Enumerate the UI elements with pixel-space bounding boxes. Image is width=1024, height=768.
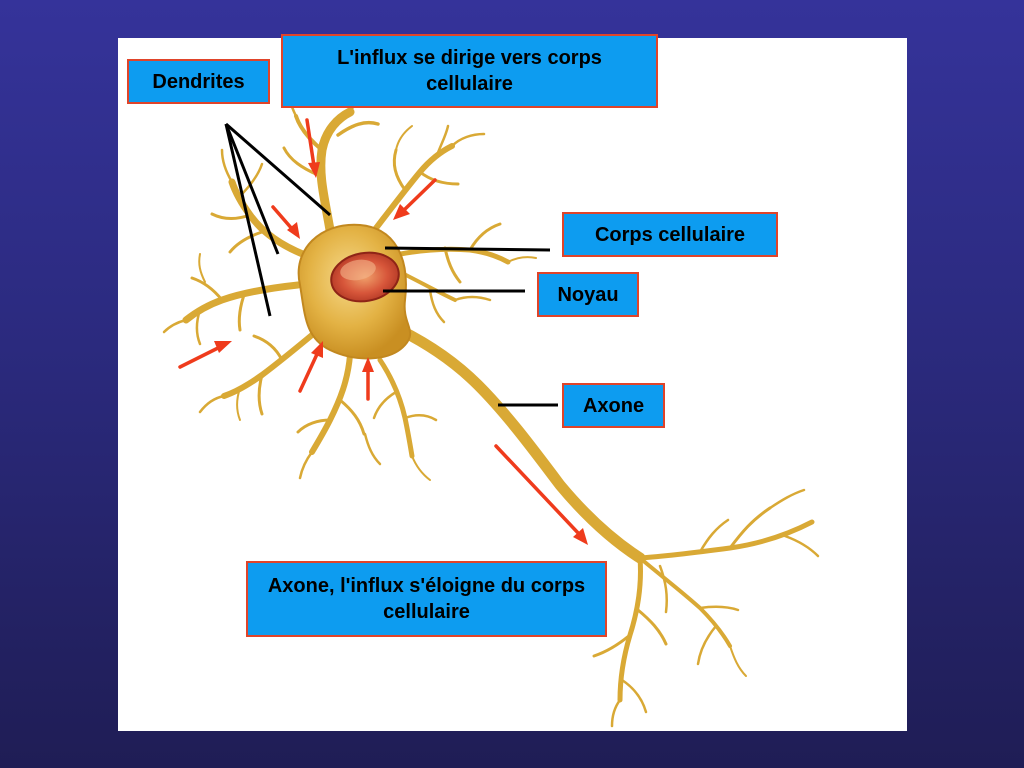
arrow-icon — [362, 357, 374, 401]
label-noyau: Noyau — [537, 272, 639, 317]
leader-line-dendrite-3 — [224, 123, 272, 317]
label-influx-in: L'influx se dirige vers corps cellulaire — [281, 34, 658, 108]
arrow-icon — [271, 205, 300, 239]
label-influx-in-text: L'influx se dirige vers corps cellulaire — [337, 47, 602, 95]
nucleus — [330, 251, 400, 303]
leader-line-dendrite-2 — [224, 123, 280, 255]
label-axone: Axone — [562, 383, 665, 428]
arrow-icon — [494, 444, 588, 545]
influx-arrows — [178, 118, 588, 545]
label-axone-text: Axone — [582, 394, 645, 417]
arrow-icon — [393, 178, 437, 220]
label-influx-out-text: Axone, l'influx s'éloigne du corps cellu… — [267, 575, 586, 623]
arrow-icon — [178, 341, 232, 369]
label-noyau-text: Noyau — [557, 283, 619, 306]
label-influx-out: Axone, l'influx s'éloigne du corps cellu… — [246, 561, 607, 637]
label-dendrites-text: Dendrites — [152, 70, 245, 93]
leader-line-dendrite-1 — [225, 122, 331, 217]
axon — [394, 324, 820, 728]
label-corps-cellulaire-text: Corps cellulaire — [594, 223, 746, 246]
leader-line-corps — [384, 246, 551, 252]
arrow-icon — [298, 341, 323, 393]
arrow-icon — [305, 118, 320, 178]
leader-lines — [224, 122, 558, 407]
dendrites — [162, 86, 537, 481]
label-corps-cellulaire: Corps cellulaire — [562, 212, 778, 257]
label-dendrites: Dendrites — [127, 59, 270, 104]
